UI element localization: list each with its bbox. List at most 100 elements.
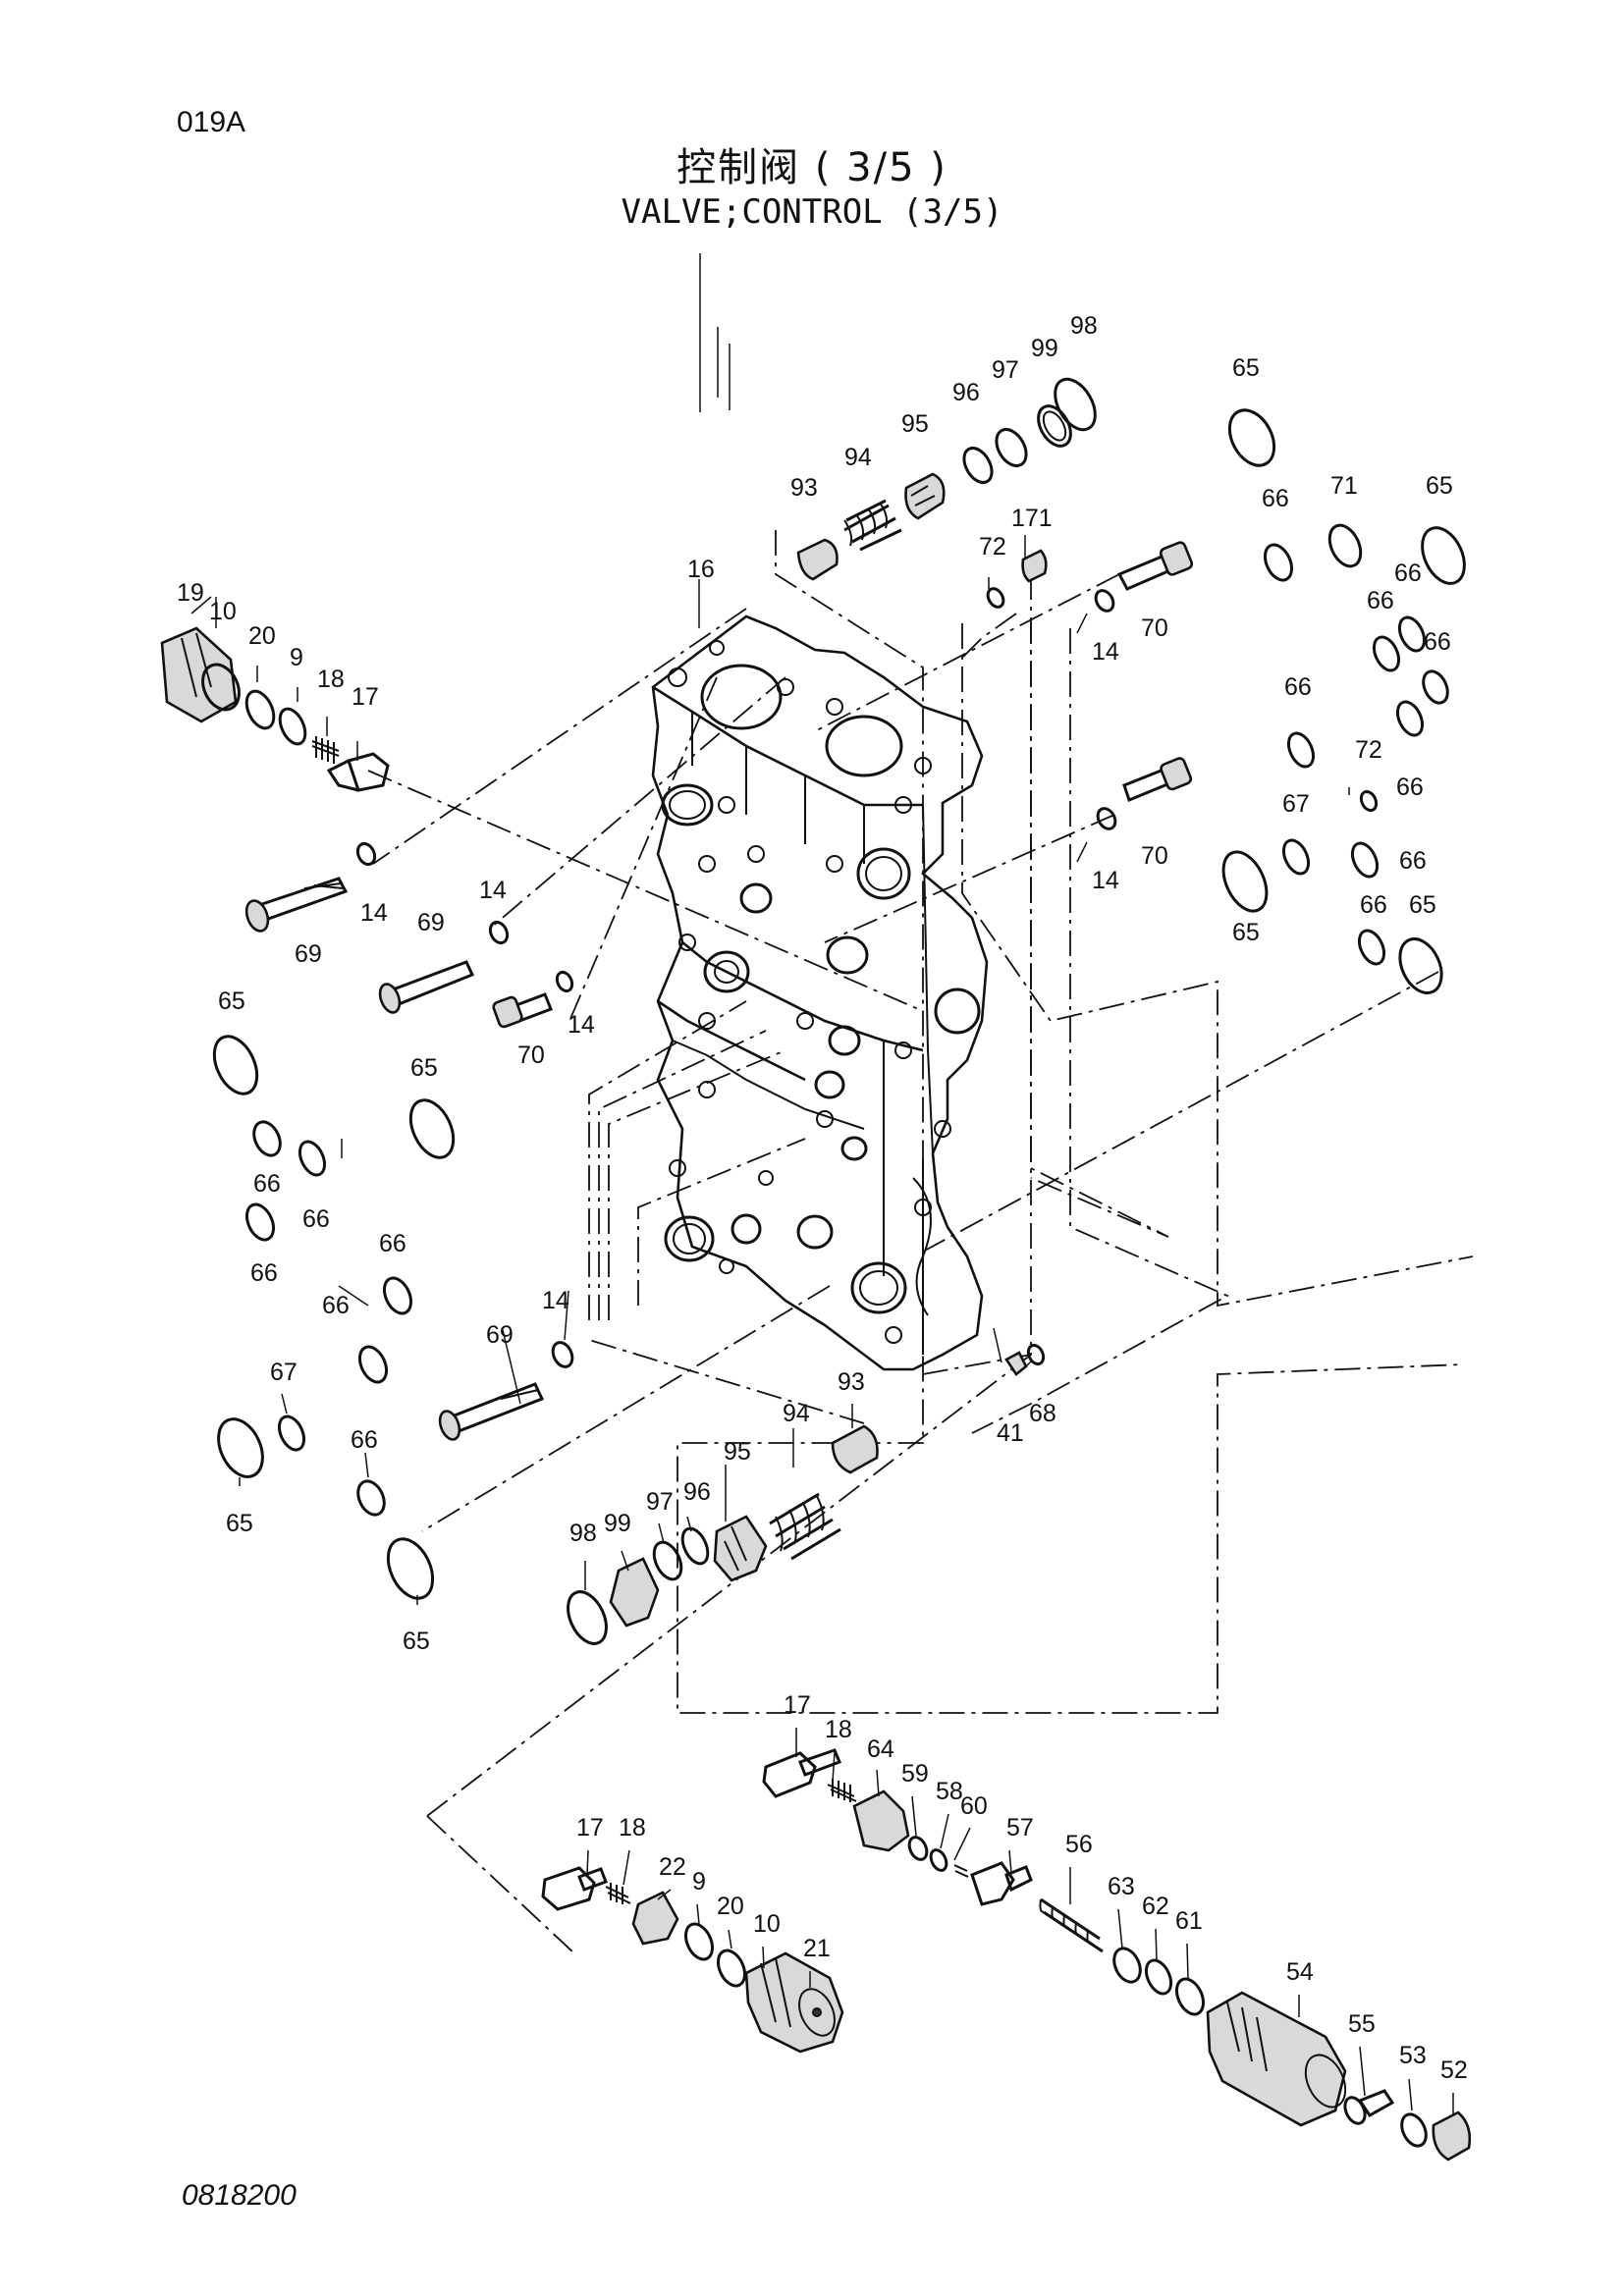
callout: 66 <box>1424 628 1451 656</box>
callout: 10 <box>753 1910 781 1938</box>
callout: 66 <box>1396 774 1424 801</box>
callout: 66 <box>253 1170 281 1198</box>
callout: 97 <box>992 356 1019 384</box>
callout: 71 <box>1330 472 1358 500</box>
callout: 58 <box>936 1778 963 1805</box>
page-code: 019A <box>177 106 246 138</box>
callout: 66 <box>1284 673 1312 701</box>
callout: 95 <box>901 410 929 438</box>
callout: 17 <box>576 1814 604 1842</box>
callout: 14 <box>360 899 388 927</box>
callout: 10 <box>209 598 237 625</box>
callout: 57 <box>1006 1814 1034 1842</box>
lower-left-assembly <box>541 1866 844 2054</box>
callout: 99 <box>1031 335 1058 362</box>
callout: 61 <box>1175 1907 1203 1935</box>
callout: 65 <box>403 1628 430 1655</box>
callout: 171 <box>1011 505 1053 532</box>
callout: 67 <box>1282 790 1310 818</box>
callout: 14 <box>542 1287 569 1314</box>
callout: 9 <box>692 1868 706 1896</box>
callout: 17 <box>784 1691 811 1719</box>
callout: 65 <box>1232 354 1260 382</box>
left-upper-plug-assembly <box>160 626 390 792</box>
callout: 66 <box>250 1259 278 1287</box>
callout: 56 <box>1065 1831 1093 1858</box>
callout: 68 <box>1029 1400 1056 1427</box>
callout: 63 <box>1108 1873 1135 1900</box>
callout: 9 <box>290 644 303 671</box>
callout: 55 <box>1348 2010 1376 2038</box>
callout: 69 <box>295 940 322 968</box>
callout: 99 <box>604 1510 631 1537</box>
loose-o-rings <box>212 408 1466 1600</box>
callout: 20 <box>248 622 276 650</box>
callout: 93 <box>838 1368 865 1396</box>
callout: 14 <box>1092 867 1119 894</box>
callout: 69 <box>486 1321 514 1349</box>
bolts-and-washers <box>244 841 574 1441</box>
part-callouts: 98 99 97 96 95 94 93 171 72 70 14 16 19 … <box>177 312 1468 2084</box>
callout: 65 <box>410 1054 438 1082</box>
callout: 18 <box>825 1716 852 1743</box>
callout: 95 <box>724 1438 751 1466</box>
callout: 96 <box>952 379 980 406</box>
leader-lines <box>190 253 1454 2115</box>
callout: 66 <box>1394 560 1422 587</box>
callout: 66 <box>379 1230 406 1257</box>
drawing-number: 0818200 <box>182 2179 297 2212</box>
callout: 94 <box>783 1400 810 1427</box>
callout: 18 <box>619 1814 646 1842</box>
callout: 20 <box>717 1893 744 1920</box>
callout: 66 <box>1360 891 1387 919</box>
callout: 65 <box>1426 472 1453 500</box>
diagram-title-chinese: 控制阀 ( 3/5 ) <box>677 145 947 190</box>
callout: 96 <box>683 1478 711 1506</box>
callout: 53 <box>1399 2042 1427 2069</box>
callout: 98 <box>1070 312 1098 340</box>
callout: 52 <box>1440 2056 1468 2084</box>
callout: 64 <box>867 1735 894 1763</box>
callout: 14 <box>1092 638 1119 666</box>
callout: 19 <box>177 579 204 607</box>
bottom-spool-assembly <box>567 1343 1046 1645</box>
callout: 93 <box>790 474 818 502</box>
callout: 72 <box>1355 736 1382 764</box>
callout: 70 <box>1141 842 1168 870</box>
lower-right-assembly <box>762 1748 1472 2162</box>
callout: 54 <box>1286 1958 1314 1986</box>
callout: 65 <box>226 1510 253 1537</box>
top-spool-assembly <box>796 377 1194 830</box>
callout: 65 <box>1232 919 1260 946</box>
callout: 65 <box>1409 891 1436 919</box>
callout: 22 <box>659 1853 686 1881</box>
diagram-title-english: VALVE;CONTROL (3/5) <box>621 192 1003 232</box>
callout: 59 <box>901 1760 929 1788</box>
callout: 67 <box>270 1359 298 1386</box>
callout: 41 <box>997 1419 1024 1447</box>
callout: 94 <box>844 444 872 471</box>
callout: 70 <box>1141 614 1168 642</box>
callout: 66 <box>351 1426 378 1454</box>
callout: 70 <box>517 1041 545 1069</box>
callout: 21 <box>803 1935 831 1962</box>
callout: 16 <box>687 556 715 583</box>
callout: 14 <box>568 1011 595 1039</box>
callout: 66 <box>322 1292 350 1319</box>
callout: 62 <box>1142 1893 1169 1920</box>
callout: 97 <box>646 1488 674 1516</box>
callout: 18 <box>317 666 345 693</box>
valve-body-16 <box>651 614 989 1371</box>
callout: 17 <box>352 683 379 711</box>
callout: 66 <box>302 1205 330 1233</box>
assembly-lines <box>367 530 1474 1954</box>
callout: 65 <box>218 988 245 1015</box>
callout: 66 <box>1399 847 1427 875</box>
callout: 60 <box>960 1792 988 1820</box>
callout: 72 <box>979 533 1006 561</box>
callout: 66 <box>1367 587 1394 614</box>
callout: 98 <box>569 1520 597 1547</box>
callout: 14 <box>479 877 507 904</box>
callout: 69 <box>417 909 445 936</box>
